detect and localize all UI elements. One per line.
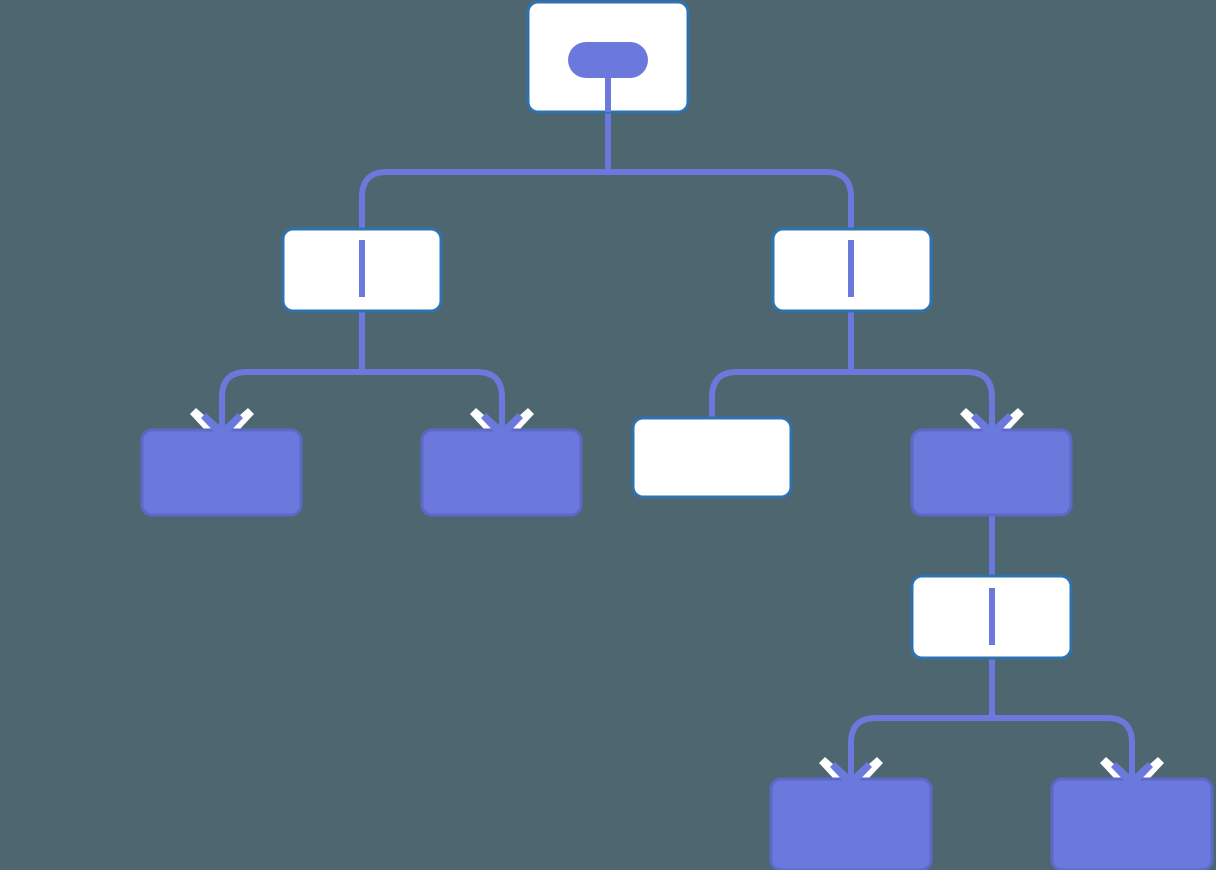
nodes-layer (140, 0, 1214, 870)
level5-node-a[interactable] (769, 777, 933, 870)
level3-node-b[interactable] (420, 428, 583, 517)
edges-layer (219, 112, 1135, 785)
edge-level4-to-node-b[interactable] (989, 658, 1135, 785)
node-marker-root (568, 42, 648, 112)
edge-root-to-level2-left[interactable] (359, 112, 611, 229)
level5-node-b[interactable] (1050, 777, 1214, 870)
node-inner-markers-layer (359, 42, 995, 645)
edge-level2right-to-node-d[interactable] (848, 311, 995, 436)
level3-node-d[interactable] (910, 428, 1073, 517)
edge-level2right-to-node-c[interactable] (709, 311, 854, 418)
level3-node-a[interactable] (140, 428, 303, 517)
root-pill-marker (568, 42, 648, 78)
edge-root-to-level2-right[interactable] (605, 112, 854, 229)
edge-level2left-to-node-b[interactable] (359, 311, 505, 436)
level3-node-c[interactable] (631, 416, 793, 499)
edge-level4-to-node-a[interactable] (848, 658, 995, 785)
edge-level2left-to-node-a[interactable] (219, 311, 365, 436)
